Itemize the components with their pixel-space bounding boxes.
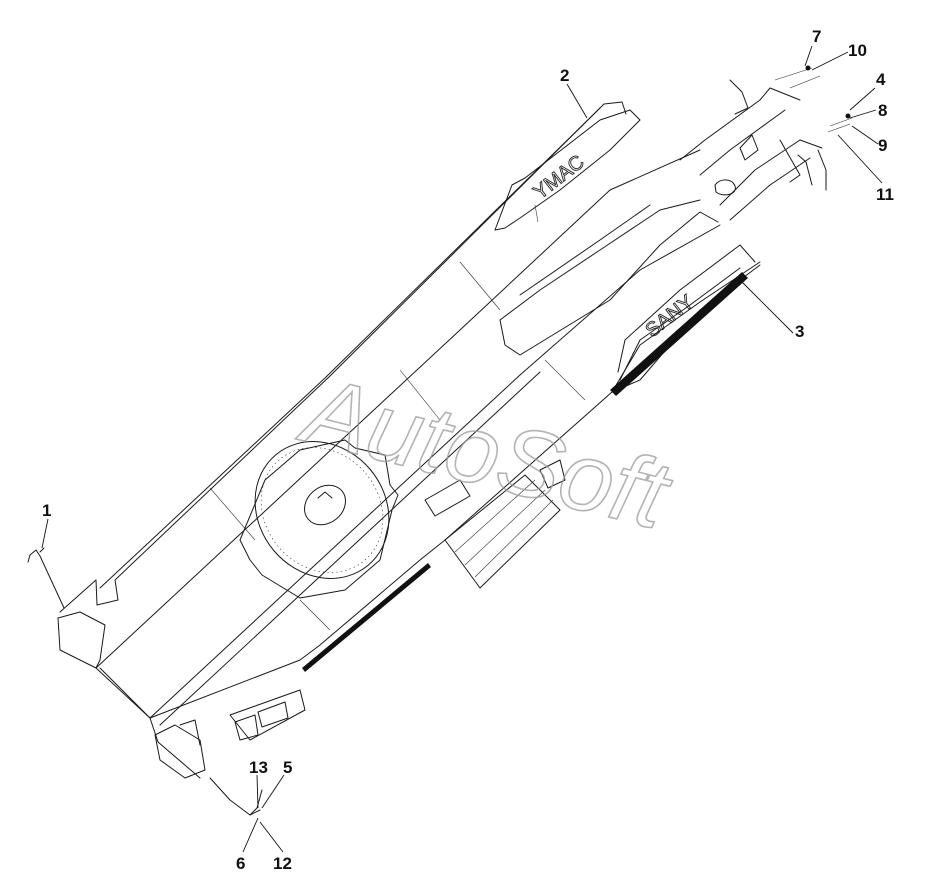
slewing-ring	[239, 439, 399, 599]
leader-lines	[41, 45, 883, 853]
callout-labels: 1 2 3 4 5 6 7 8 9 10 11 12 13	[42, 27, 894, 873]
callout-2: 2	[560, 66, 569, 85]
callout-8: 8	[878, 101, 887, 120]
callout-11: 11	[876, 185, 894, 204]
callout-7: 7	[812, 27, 821, 46]
callout-4: 4	[876, 70, 886, 89]
frame-body	[57, 101, 761, 779]
lower-plate: SANY	[617, 244, 756, 373]
callout-5: 5	[283, 758, 292, 777]
callout-9: 9	[878, 136, 887, 155]
ymac-marking: YMAC	[530, 151, 589, 204]
callout-6: 6	[236, 854, 245, 873]
callout-1: 1	[42, 501, 51, 520]
left-pins	[27, 547, 263, 816]
callout-10: 10	[848, 41, 867, 60]
callout-3: 3	[795, 322, 804, 341]
upper-plate: YMAC	[494, 109, 641, 231]
callout-12: 12	[273, 854, 292, 873]
callout-13: 13	[249, 758, 268, 777]
outrigger-bracket	[679, 65, 853, 221]
